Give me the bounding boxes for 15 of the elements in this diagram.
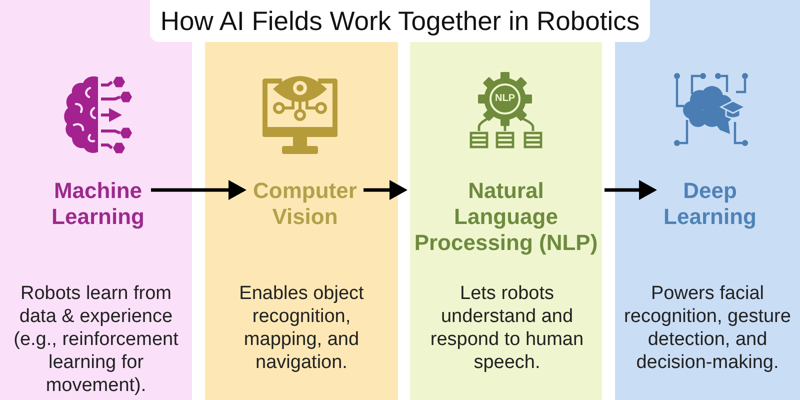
description-text: Robots learn from data & experience (e.g., reinforcement learning for movement). xyxy=(13,282,179,397)
field-title: Machine Learning xyxy=(51,178,145,230)
description-text: Enables object recognition, mapping, and navigation. xyxy=(238,282,364,374)
arrow xyxy=(364,180,408,200)
page-title: How AI Fields Work Together in Robotics xyxy=(150,0,650,42)
field-title: Natural Language Processing (NLP) xyxy=(414,178,598,256)
column-panel xyxy=(410,40,602,400)
field-title: Deep Learning xyxy=(663,178,757,230)
arrow xyxy=(604,180,657,200)
column-panel xyxy=(205,40,398,400)
description-text: Powers facial recognition, gesture detection, and decision-making. xyxy=(624,282,792,374)
field-title: Computer Vision xyxy=(252,178,358,230)
arrow xyxy=(151,180,246,200)
gear-label: NLP xyxy=(495,94,515,104)
description-text: Lets robots understand and respond to human speech. xyxy=(430,282,584,374)
